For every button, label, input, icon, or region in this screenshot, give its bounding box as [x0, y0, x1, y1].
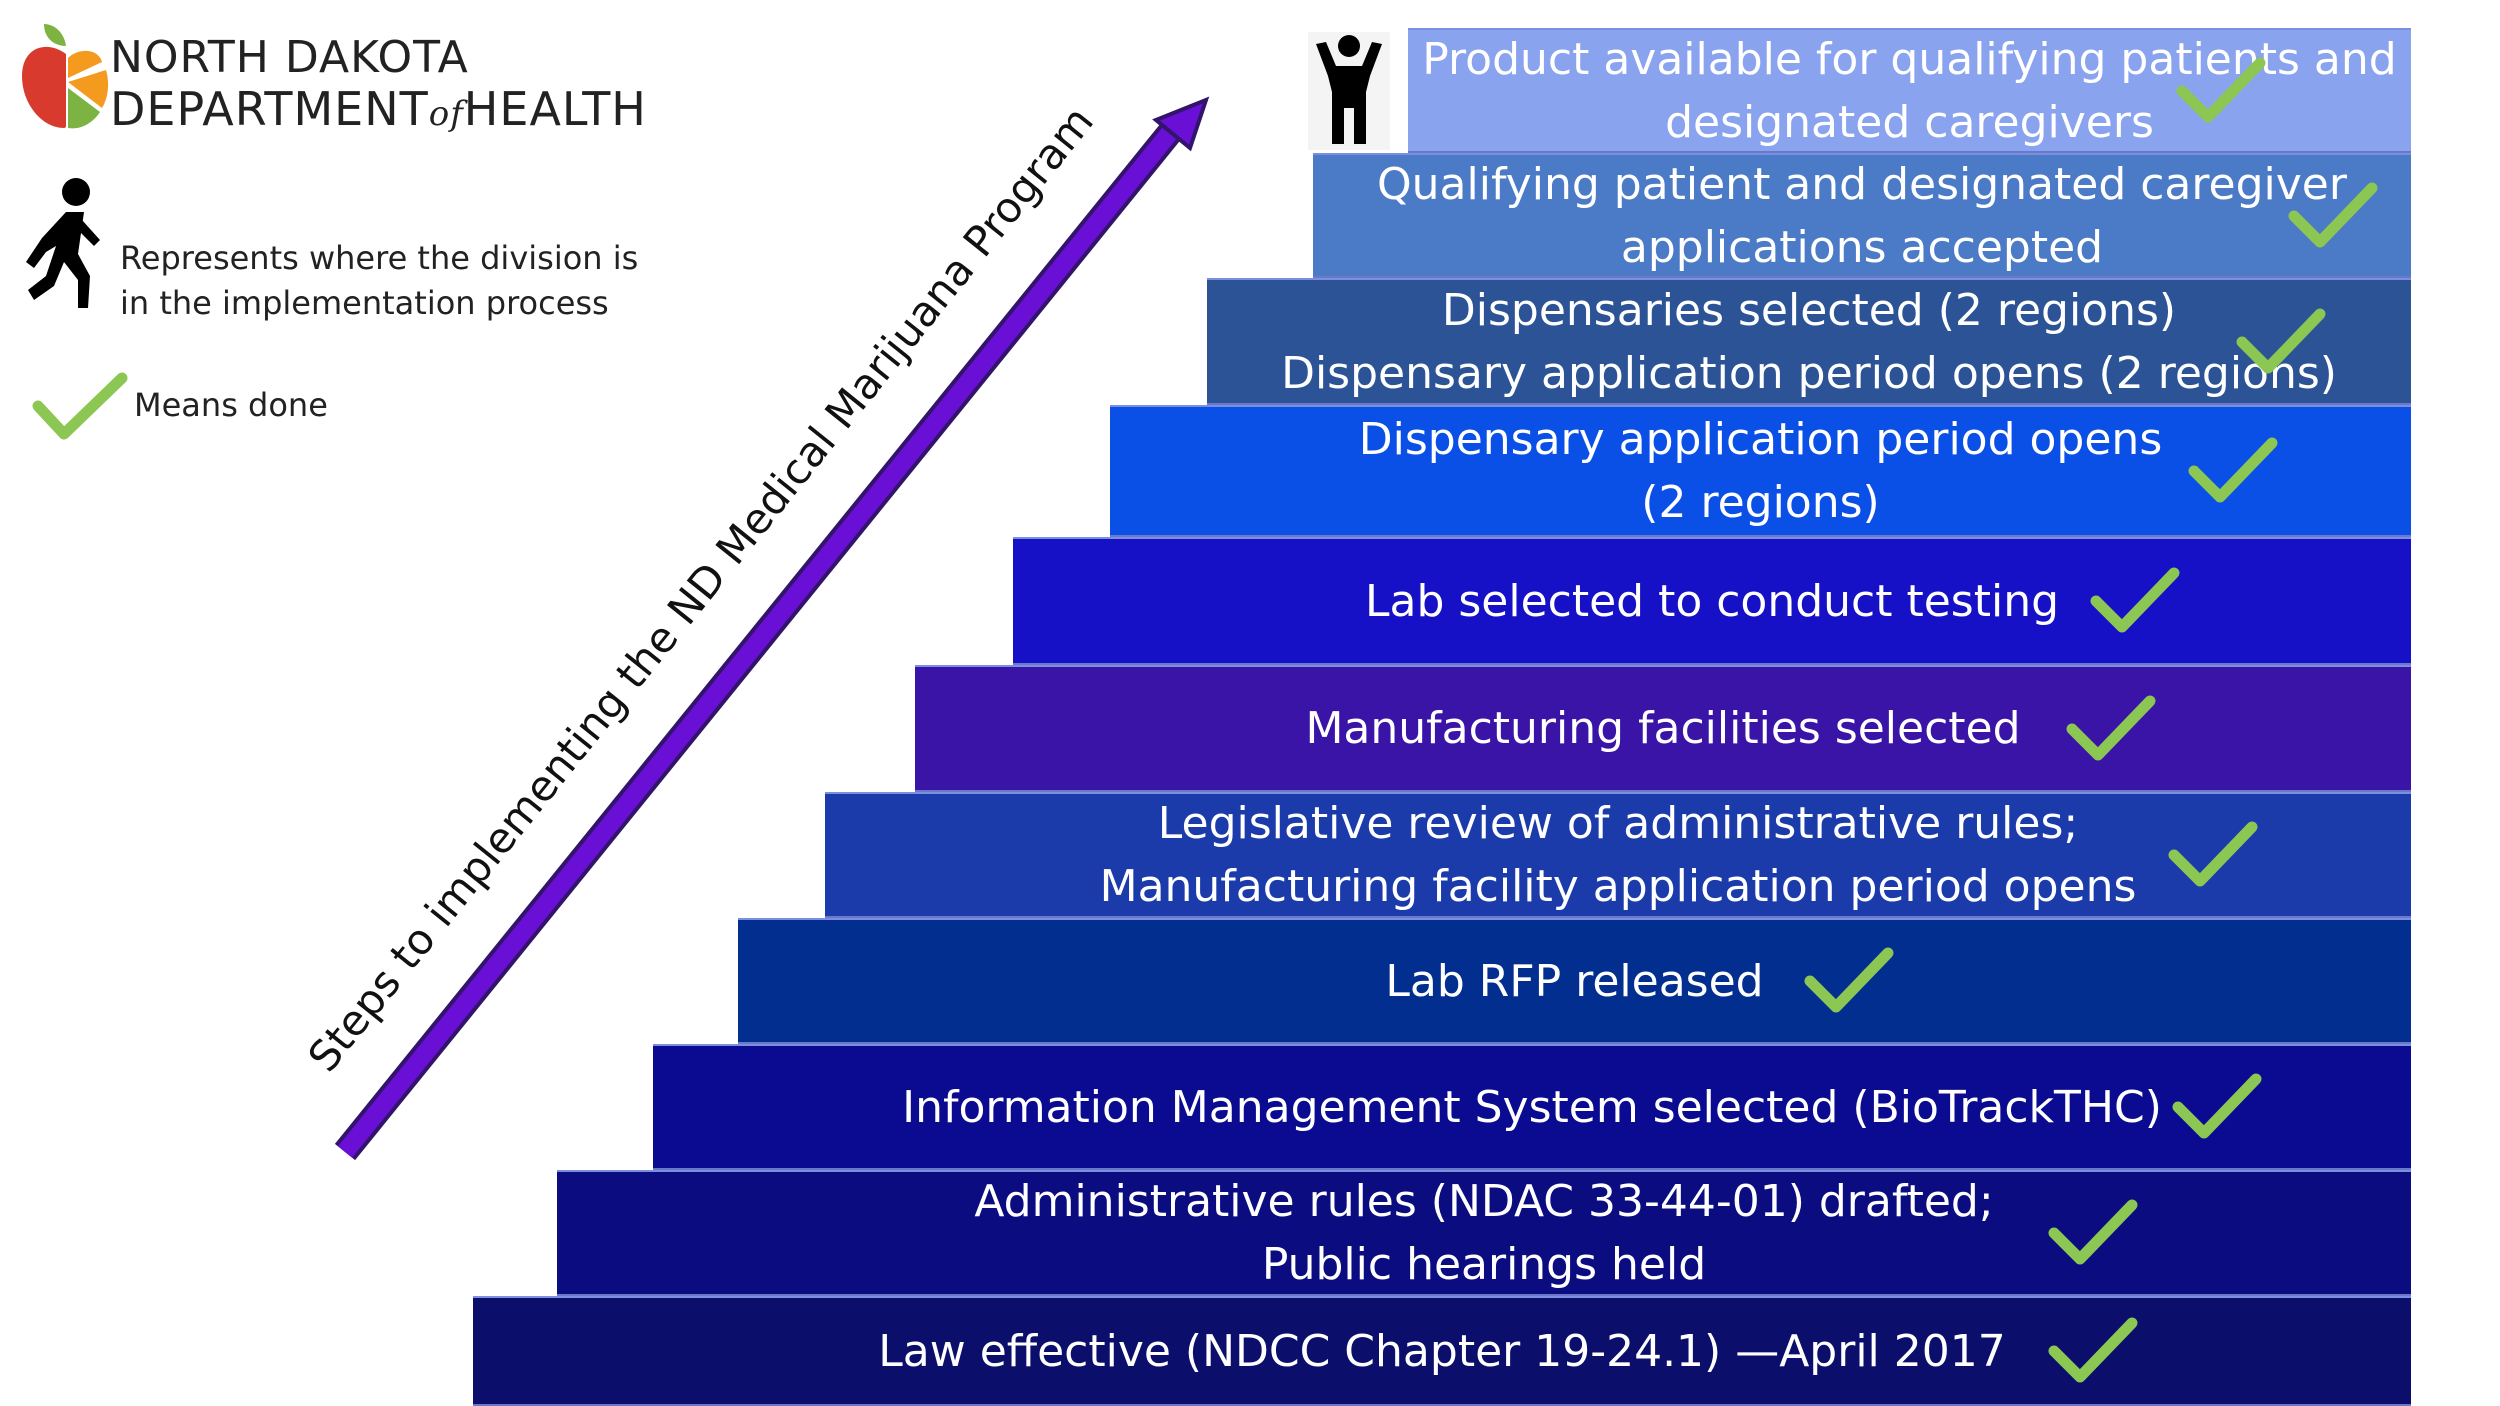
stair-step-9: Dispensaries selected (2 regions) Dispen… [1207, 278, 2411, 405]
stair-step-label: Dispensary application period opens (2 r… [1358, 414, 2163, 528]
stair-step-label: Qualifying patient and designated caregi… [1377, 158, 2347, 273]
checkmark-icon [2172, 1073, 2262, 1139]
arrow-head-icon [1152, 96, 1210, 152]
checkmark-icon [2090, 567, 2180, 633]
stair-step-10: Qualifying patient and designated caregi… [1313, 153, 2411, 278]
checkmark-icon [2066, 695, 2156, 760]
stair-step-label: Dispensaries selected (2 regions) Dispen… [1281, 284, 2337, 399]
stair-step-5: Legislative review of administrative rul… [825, 792, 2411, 918]
checkmark-icon [2168, 821, 2258, 887]
apple-logo-icon [22, 24, 109, 129]
stair-step-label: Manufacturing facilities selected [1305, 703, 2021, 754]
checkmark-icon [2188, 437, 2278, 503]
stair-step-label: Legislative review of administrative rul… [1099, 798, 2137, 912]
stair-step-4: Lab RFP released [738, 918, 2411, 1044]
stair-step-label: Law effective (NDCC Chapter 19-24.1) —Ap… [878, 1325, 2006, 1377]
stair-step-label: Administrative rules (NDAC 33-44-01) dra… [974, 1176, 1994, 1290]
stair-step-6: Manufacturing facilities selected [915, 665, 2411, 792]
logo-title-line1: NORTH DAKOTA [110, 32, 469, 83]
stair-step-3: Information Management System selected (… [653, 1044, 2411, 1170]
checkmark-icon [2176, 57, 2266, 122]
stair-step-label: Lab selected to conduct testing [1364, 575, 2060, 627]
stair-step-label: Information Management System selected (… [902, 1081, 2162, 1133]
stair-step-7: Lab selected to conduct testing [1013, 537, 2411, 665]
checkmark-icon [1804, 947, 1894, 1013]
stair-step-2: Administrative rules (NDAC 33-44-01) dra… [557, 1170, 2411, 1296]
stair-step-label: Lab RFP released [1385, 955, 1764, 1007]
stair-step-label: Product available for qualifying patient… [1422, 33, 2397, 148]
stair-step-11: Product available for qualifying patient… [1408, 28, 2411, 153]
checkmark-icon [2288, 182, 2378, 247]
stair-step-1: Law effective (NDCC Chapter 19-24.1) —Ap… [473, 1296, 2411, 1406]
logo-title-line2: DEPARTMENTofHEALTH [110, 82, 647, 136]
person-arms-raised-icon [1308, 32, 1390, 150]
checkmark-icon [32, 372, 128, 440]
checkmark-icon [2048, 1317, 2138, 1383]
legend-walker-text: Represents where the division is in the … [120, 239, 639, 322]
walking-person-icon [26, 178, 100, 308]
nd-health-logo: NORTH DAKOTA DEPARTMENTofHEALTH [18, 18, 658, 138]
checkmark-icon [2236, 308, 2326, 373]
checkmark-icon [2048, 1199, 2138, 1265]
legend-check-text: Means done [134, 386, 328, 424]
